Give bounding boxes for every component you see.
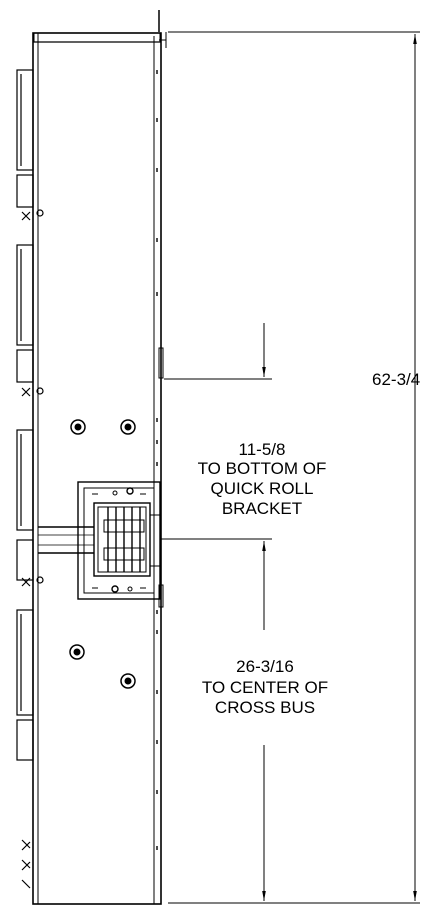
conduit-knockouts bbox=[69, 419, 136, 689]
overall-height-dimension: 62-3/4 bbox=[168, 31, 420, 904]
quick-roll-line1: TO BOTTOM OF bbox=[198, 459, 327, 478]
quick-roll-line2: QUICK ROLL bbox=[211, 479, 314, 498]
cross-bus-line1: TO CENTER OF bbox=[202, 678, 328, 697]
cross-bus-line2: CROSS BUS bbox=[215, 698, 315, 717]
cross-bus-value: 26-3/16 bbox=[236, 657, 294, 676]
quick-roll-value: 11-5/8 bbox=[239, 440, 286, 459]
left-mounting-brackets bbox=[16, 69, 44, 889]
cross-bus-dimension: 26-3/16 TO CENTER OF CROSS BUS bbox=[160, 538, 328, 901]
quick-roll-line3: BRACKET bbox=[222, 499, 302, 518]
cross-bus-assembly bbox=[38, 481, 161, 600]
right-edge-fasteners bbox=[156, 70, 164, 850]
overall-height-label: 62-3/4 bbox=[372, 370, 420, 389]
quick-roll-dimension: 11-5/8 TO BOTTOM OF QUICK ROLL BRACKET bbox=[164, 323, 326, 518]
enclosure-body bbox=[32, 32, 167, 905]
